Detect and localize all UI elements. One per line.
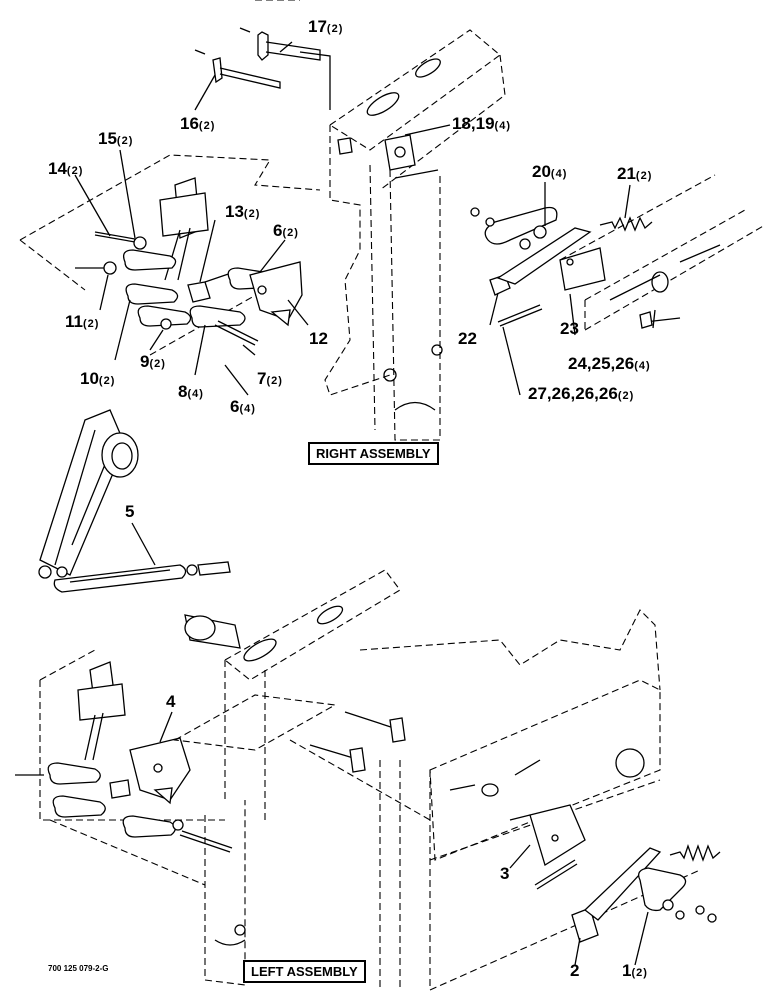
callout-6-upper-qty: (2): [282, 227, 299, 239]
callout-10: 10(2): [80, 370, 115, 387]
callout-1-qty: (2): [631, 967, 648, 979]
callout-17-qty: (2): [326, 23, 344, 35]
left-assembly-drawing: [15, 409, 721, 991]
callout-1-number: 1: [622, 961, 632, 980]
callout-14-number: 14: [48, 159, 67, 178]
callout-17-number: 17: [308, 17, 327, 36]
callout-2-number: 2: [570, 961, 580, 980]
callout-20-number: 20: [532, 162, 551, 181]
callout-23: 23: [560, 320, 579, 337]
callout-12-number: 12: [309, 329, 328, 348]
callout-5: 5: [125, 503, 134, 520]
callout-10-number: 10: [80, 369, 99, 388]
callout-18-19-number: 18,19: [452, 114, 495, 133]
callout-9-number: 9: [140, 352, 150, 371]
callout-27-26: 27,26,26,26(2): [528, 385, 634, 402]
drawing-reference-number: 700 125 079-2-G: [48, 964, 109, 973]
callout-18-19-qty: (4): [494, 120, 511, 132]
callout-11-qty: (2): [82, 318, 100, 330]
callout-20-qty: (4): [550, 168, 568, 180]
callout-6-upper-number: 6: [273, 221, 283, 240]
callout-24-25-26-number: 24,25,26: [568, 354, 635, 373]
callout-6-upper: 6(2): [273, 222, 299, 239]
callout-12: 12: [309, 330, 328, 347]
callout-16: 16(2): [180, 115, 215, 132]
callout-3: 3: [500, 865, 509, 882]
callout-6-lower: 6(4): [230, 398, 256, 415]
callout-8-number: 8: [178, 382, 188, 401]
callout-22-number: 22: [458, 329, 477, 348]
callout-4: 4: [166, 693, 175, 710]
left-assembly-label: LEFT ASSEMBLY: [243, 960, 366, 983]
callout-7-qty: (2): [266, 375, 283, 387]
callout-27-26-number: 27,26,26,26: [528, 384, 618, 403]
callout-17: 17(2): [308, 18, 343, 35]
callout-20: 20(4): [532, 163, 567, 180]
callout-11: 11(2): [65, 313, 99, 330]
callout-15-number: 15: [98, 129, 117, 148]
callout-21: 21(2): [617, 165, 652, 182]
callout-8-qty: (4): [187, 388, 204, 400]
callout-13-qty: (2): [243, 208, 261, 220]
callout-22: 22: [458, 330, 477, 347]
callout-15: 15(2): [98, 130, 133, 147]
callout-13-number: 13: [225, 202, 244, 221]
callout-7-number: 7: [257, 369, 267, 388]
callout-14: 14(2): [48, 160, 83, 177]
callout-15-qty: (2): [116, 135, 134, 147]
callout-9-qty: (2): [149, 358, 166, 370]
callout-10-qty: (2): [98, 375, 116, 387]
callout-16-qty: (2): [198, 120, 216, 132]
callout-14-qty: (2): [66, 165, 84, 177]
callout-3-number: 3: [500, 864, 510, 883]
callout-2: 2: [570, 962, 579, 979]
callout-11-number: 11: [65, 312, 83, 331]
callout-21-number: 21: [617, 164, 636, 183]
callout-13: 13(2): [225, 203, 260, 220]
callout-23-number: 23: [560, 319, 579, 338]
callout-16-number: 16: [180, 114, 199, 133]
right-assembly-drawing: [19, 0, 766, 441]
callout-6-lower-qty: (4): [239, 403, 256, 415]
callout-24-25-26: 24,25,26(4): [568, 355, 651, 372]
callout-27-26-qty: (2): [617, 390, 635, 402]
callout-5-number: 5: [125, 502, 135, 521]
callout-18-19: 18,19(4): [452, 115, 511, 132]
leader-lines: [74, 41, 656, 966]
callout-4-number: 4: [166, 692, 176, 711]
callout-7: 7(2): [257, 370, 283, 387]
callout-9: 9(2): [140, 353, 166, 370]
callout-8: 8(4): [178, 383, 204, 400]
callout-24-25-26-qty: (4): [634, 360, 651, 372]
callout-1: 1(2): [622, 962, 648, 979]
callout-6-lower-number: 6: [230, 397, 240, 416]
callout-21-qty: (2): [635, 170, 653, 182]
right-assembly-label: RIGHT ASSEMBLY: [308, 442, 439, 465]
